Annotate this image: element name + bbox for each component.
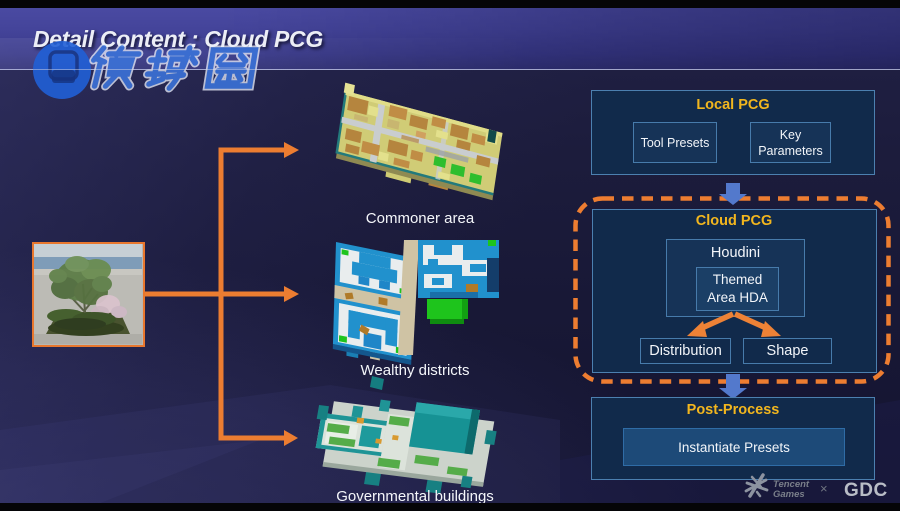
svg-text:Tencent: Tencent: [773, 479, 810, 490]
svg-text:Games: Games: [773, 489, 805, 500]
svg-text:×: ×: [820, 481, 828, 496]
svg-text:GDC: GDC: [844, 480, 888, 501]
